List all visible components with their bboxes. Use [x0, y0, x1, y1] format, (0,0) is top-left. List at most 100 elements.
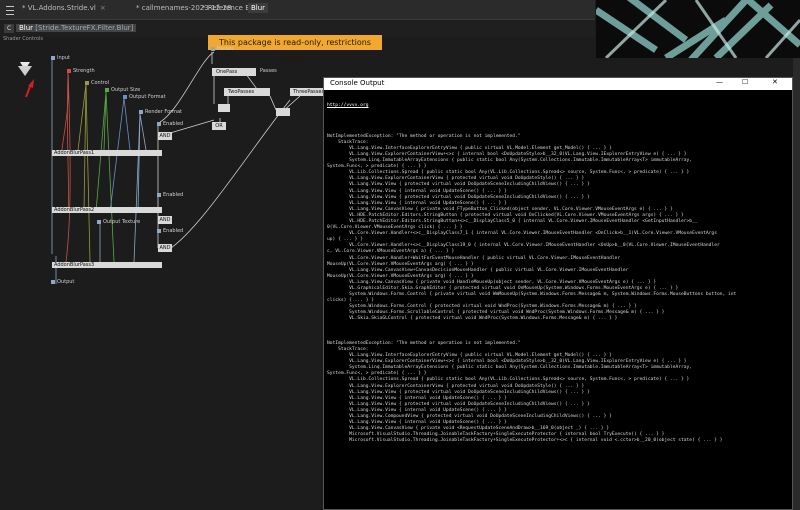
output-texture-pin[interactable]: [97, 220, 101, 224]
tab-callmenames[interactable]: * callmenames-2023-12-28: [136, 4, 232, 12]
console-line: VL.Lang.View.ExplorerContainerView { pro…: [327, 176, 585, 182]
console-window[interactable]: Console Output — ☐ ✕ http://vvvv.org Not…: [323, 77, 793, 510]
equals-node-2[interactable]: [276, 108, 290, 116]
console-line: c, VL.Core.Viewer.VMouseEventArgs a) { .…: [327, 249, 455, 255]
render-preview: [596, 0, 800, 58]
console-line: VL.Lang.View.View { protected virtual vo…: [327, 401, 590, 407]
render-format-label: Render Format: [145, 109, 183, 115]
scrollbar-strip[interactable]: [793, 58, 800, 510]
console-line: VL.Lang.View.CanvasView+CanvasDecisionMo…: [327, 267, 629, 273]
console-line: VL.Lang.View.View { internal void Update…: [327, 407, 507, 413]
patch-links: [51, 51, 301, 284]
console-line: VL.Lang.View.CanvasView { private void H…: [327, 279, 657, 285]
enabled-pin-2[interactable]: [157, 193, 161, 197]
console-line: clicks) { ... } }: [327, 298, 375, 304]
red-arrow-icon: [18, 62, 34, 98]
console-line: System.Func<, > predicate) { ... } }: [327, 371, 427, 377]
console-line: VL.Lib.Collections.Spread { public stati…: [327, 377, 690, 383]
minimize-icon[interactable]: —: [716, 78, 723, 86]
output-format-label: Output Format: [129, 94, 166, 100]
and-node-3[interactable]: AND: [158, 244, 172, 252]
console-line: VL.Lang.View.CompoundView { protected vi…: [327, 413, 612, 419]
console-line: VL.HDE.PatchEditor.Editors.StringButton+…: [327, 218, 698, 224]
console-line: VL.Skia.SkiaGLControl { protected virtua…: [327, 316, 618, 322]
vvvv-logo-icon: [18, 62, 32, 76]
console-line: VL.Lang.View.CanvasView { private void F…: [327, 206, 673, 212]
and-node-1[interactable]: AND: [158, 132, 172, 140]
console-line: NotImplementedException: "The method or …: [327, 340, 521, 346]
console-line: System.Windows.Forms.ScrollableControl {…: [327, 310, 665, 316]
hamburger-icon[interactable]: [6, 3, 14, 15]
render-format-pin[interactable]: [139, 110, 143, 114]
console-line: VL.Lang.View.View { internal void Update…: [327, 200, 507, 206]
console-line: VL.Lang.View.InterfaceExplorerEntryView …: [327, 145, 612, 151]
tab-reference-blur[interactable]: * Reference Blur: [202, 4, 260, 12]
blur-pass-node-1[interactable]: AddonBlurPass1: [52, 150, 162, 156]
console-line: System.Linq.ImmutableArrayExtensions { p…: [327, 158, 693, 164]
console-line: VL.Lang.View.ExplorerContainerView { pro…: [327, 383, 585, 389]
breadcrumb: C Blur [Stride.TextureFX.Filter.Blur]: [0, 21, 595, 37]
readonly-banner: This package is read-only, restrictions …: [208, 35, 382, 62]
console-line: VL.Lang.View.View { internal void Update…: [327, 420, 507, 426]
console-line: VL.Lang.View.View { protected virtual vo…: [327, 389, 590, 395]
close-icon[interactable]: ×: [99, 4, 106, 12]
console-line: StackTrace:: [327, 346, 369, 352]
console-line: VL.Lang.View.CanvasView { private void <…: [327, 426, 610, 432]
output-format-pin[interactable]: [123, 95, 127, 99]
output-texture-label: Output Texture: [103, 219, 141, 225]
input-pin[interactable]: [51, 56, 55, 60]
console-line: MouseUp(VL.Core.Viewer.VMouseEventArgs a…: [327, 273, 474, 279]
console-line: VL.Core.Viewer.Handler+<>c__DisplayClass…: [327, 243, 720, 249]
console-line: VL.Core.Viewer.Handler+<>c__DisplayClass…: [327, 231, 717, 237]
blur-pass-node-2[interactable]: AddonBlurPass2: [52, 207, 162, 213]
console-line: Microsoft.VisualStudio.Threading.Joinabl…: [327, 438, 723, 444]
console-line: System.Func<, > predicate) { ... } }: [327, 164, 427, 170]
output-pin[interactable]: [51, 280, 55, 284]
console-line: VL.Core.Viewer.Handler+WaitForEventMouse…: [327, 255, 621, 261]
console-line: NotImplementedException: "The method or …: [327, 133, 521, 139]
control-pin[interactable]: [85, 81, 89, 85]
category-badge: C: [4, 24, 15, 33]
equals-node[interactable]: [218, 104, 230, 112]
breadcrumb-subtitle: Shader Controls: [3, 36, 43, 42]
or-node[interactable]: OR: [212, 122, 226, 130]
console-line: up) { ... } }: [327, 237, 363, 243]
output-size-label: Output Size: [111, 87, 141, 93]
enabled-label-2: Enabled: [163, 192, 184, 198]
console-line: System.Linq.ImmutableArrayExtensions { p…: [327, 365, 693, 371]
console-line: Microsoft.VisualStudio.Threading.Joinabl…: [327, 432, 665, 438]
console-line: VL.Lang.View.View { internal void Update…: [327, 188, 507, 194]
console-line: VL.GraphicalEditor.Skia.GraphEditor { pr…: [327, 286, 679, 291]
close-icon[interactable]: ✕: [772, 78, 778, 86]
output-size-pin[interactable]: [105, 88, 109, 92]
console-line: VL.HDE.PatchEditor.Editors.StringButton …: [327, 212, 684, 218]
strength-pin[interactable]: [67, 69, 71, 73]
threepasses-node[interactable]: ThreePasses: [290, 88, 324, 96]
onepass-node[interactable]: OnePass: [212, 68, 256, 76]
enabled-pin-3[interactable]: [157, 229, 161, 233]
enabled-pin-1[interactable]: [157, 122, 161, 126]
console-line: StackTrace:: [327, 139, 369, 145]
console-url-link[interactable]: http://vvvv.org: [327, 103, 369, 109]
tab-vl-addons-stride[interactable]: * VL.Addons.Stride.vl×: [22, 4, 106, 12]
console-line: VL.Lang.View.ExplorerContainerView+<>c {…: [327, 151, 687, 157]
and-node-2[interactable]: AND: [158, 216, 172, 224]
console-line: MouseUp(VL.Core.Viewer.VMouseEventArgs a…: [327, 261, 474, 267]
console-line: VL.Lang.View.View { internal void Update…: [327, 395, 507, 401]
maximize-icon[interactable]: ☐: [742, 78, 749, 86]
blur-pass-node-3[interactable]: AddonBlurPass3: [52, 262, 162, 268]
console-line: VL.Lang.View.View { protected virtual vo…: [327, 194, 590, 200]
console-log[interactable]: http://vvvv.org NotImplementedException:…: [327, 91, 788, 509]
console-line: VL.Lang.View.ExplorerContainerView+<>c {…: [327, 359, 687, 365]
console-titlebar[interactable]: Console Output — ☐ ✕: [324, 78, 792, 90]
breadcrumb-current[interactable]: Blur [Stride.TextureFX.Filter.Blur]: [16, 24, 137, 32]
console-line: VL.Lang.View.InterfaceExplorerEntryView …: [327, 353, 612, 359]
tab-bar: * VL.Addons.Stride.vl× * callmenames-202…: [0, 0, 595, 20]
input-label: Input: [57, 55, 70, 61]
passes-pin[interactable]: [211, 47, 215, 51]
console-line: VL.Lang.View.View { protected virtual vo…: [327, 182, 590, 188]
enabled-label-1: Enabled: [163, 121, 184, 127]
twopasses-node[interactable]: TwoPasses: [224, 88, 270, 96]
tab-blur[interactable]: Blur: [248, 3, 269, 13]
